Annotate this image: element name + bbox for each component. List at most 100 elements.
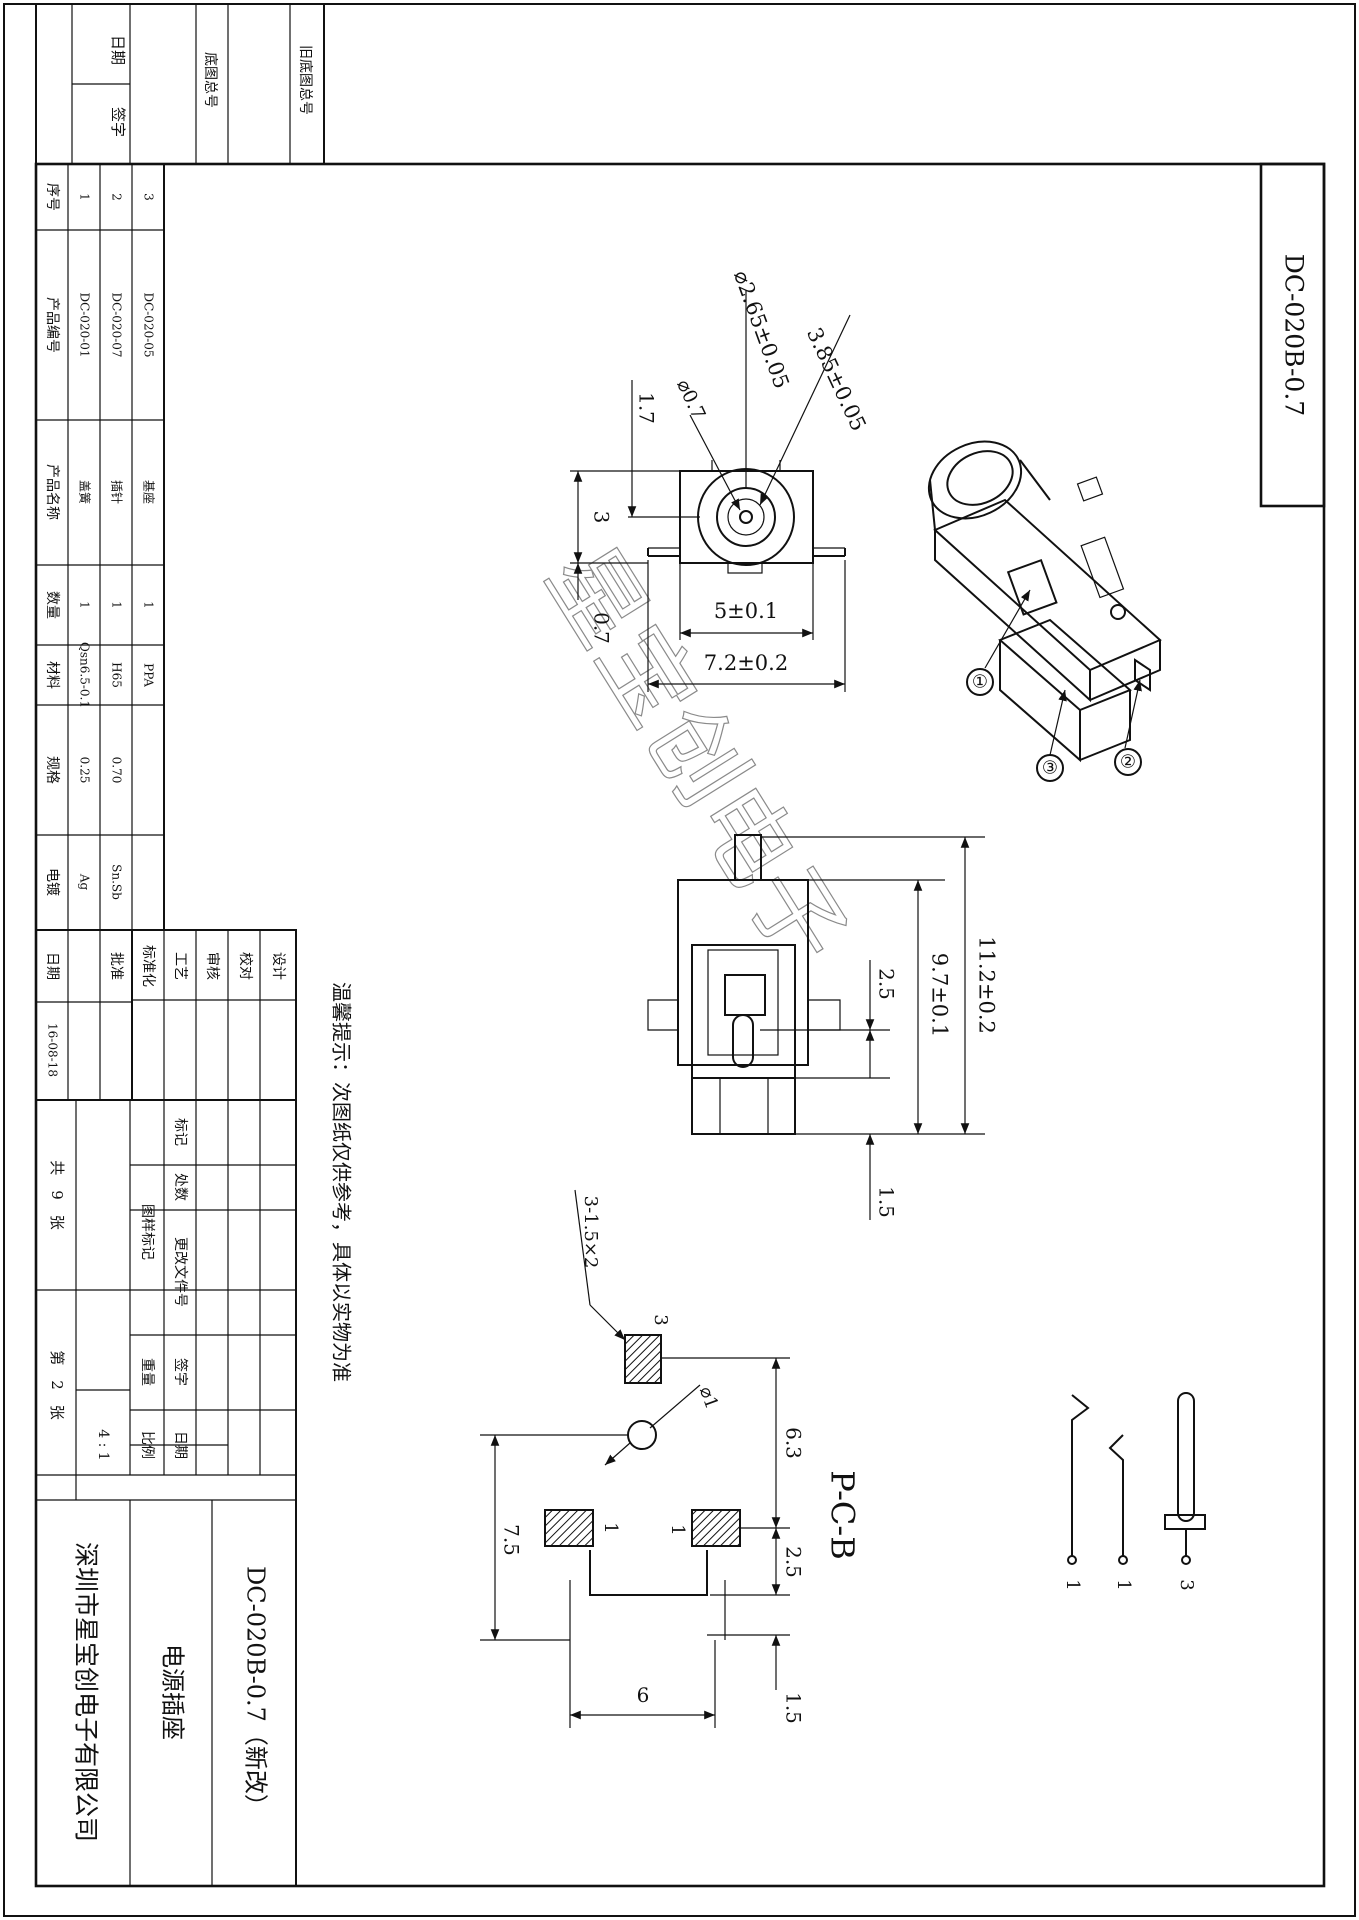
rev-sign-label: 签字 (172, 1358, 189, 1386)
approval-role: 工艺 (172, 952, 188, 980)
bom-cell: DC-020-07 (110, 292, 124, 357)
dim-height-0-7: 0.7 (590, 612, 614, 644)
bom-cell: 盖簧 (78, 480, 93, 504)
pcb-dim-1-5: 1.5 (782, 1692, 806, 1724)
weight-label: 重量 (139, 1358, 155, 1386)
bom-cell: 1 (110, 601, 124, 609)
dim-length-11-2: 11.2±0.2 (975, 936, 999, 1034)
callout-3: ③ (1042, 758, 1058, 779)
dim-pin-diameter: ⌀0.7 (672, 376, 710, 423)
approval-role: 设计 (270, 952, 286, 980)
bom-cell: Ag (78, 873, 92, 891)
pcb-pad-1b (691, 1509, 741, 1547)
dim-outer-diameter: 3.85±0.05 (802, 324, 871, 435)
pad-3-label: 3 (650, 1314, 671, 1325)
bom-header-spec: 规格 (44, 756, 60, 784)
old-base-number-label: 旧底图总号 (297, 45, 313, 115)
sample-mark-label: 图样标记 (139, 1204, 155, 1260)
schematic-pin-1a: 1 (1113, 1579, 1134, 1590)
rev-count-label: 处数 (172, 1173, 188, 1201)
bom-cell: DC-020-01 (78, 292, 92, 357)
pcb-dim-2-5: 2.5 (782, 1546, 806, 1578)
bom-cell: 0.70 (110, 757, 124, 784)
bom-cell: 1 (78, 193, 92, 201)
dim-length-2-5: 2.5 (875, 968, 899, 1000)
base-number-label: 底图总号 (202, 52, 218, 108)
pcb-pad-3 (624, 1334, 662, 1384)
dim-width-7-2: 7.2±0.2 (704, 651, 788, 675)
pcb-dim-6-3: 6.3 (782, 1427, 806, 1459)
isometric-view: ① ③ ② (927, 440, 1162, 782)
schematic-pin-1b: 1 (1062, 1579, 1083, 1590)
approval-role: 批准 (108, 952, 124, 980)
approval-role: 审核 (204, 952, 220, 980)
drawing-frame (34, 162, 1326, 1888)
bom-cell: Sn.Sb (110, 864, 124, 900)
bom-cell: 0.25 (78, 757, 92, 784)
drawing-number-box: DC-020B-0.7 (1259, 162, 1326, 508)
pcb-dim-6: 6 (637, 1683, 650, 1707)
dim-inner-diameter: ⌀2.65±0.05 (729, 267, 794, 392)
pcb-label: P-C-B (824, 1470, 862, 1559)
pad-1b-label: 1 (667, 1524, 688, 1535)
drawing-number: DC-020B-0.7 (1280, 254, 1309, 416)
pcb-outline (589, 1550, 708, 1596)
pcb-layout: P-C-B 3 1 1 3-1.5×2 ⌀1 6.3 2.5 1.5 7.5 6 (480, 1189, 862, 1728)
bom-header-index: 序号 (44, 183, 60, 211)
approval-role: 校对 (237, 952, 254, 980)
callout-1: ① (972, 672, 988, 693)
record-block: 日期 签字 底图总号 旧底图总号 (35, 3, 325, 165)
bom-cell: 3 (142, 193, 156, 201)
hole-note: 3-1.5×2 (580, 1196, 601, 1269)
dim-length-1-5: 1.5 (875, 1186, 899, 1218)
approval-date-label: 日期 (44, 952, 60, 980)
title-company: 深圳市星宝创电子有限公司 (72, 1542, 101, 1842)
schematic-pin-3: 3 (1176, 1579, 1197, 1590)
watermark: 星宝创电子 (525, 528, 867, 984)
rev-date-label: 日期 (172, 1431, 188, 1459)
pcb-hole (627, 1420, 657, 1450)
scale-label: 比例 (139, 1431, 155, 1459)
reminder-note: 温馨提示：次图纸仅供参考，具体以实物为准 (330, 982, 354, 1382)
sheet-total: 共 9 张 (48, 1160, 66, 1230)
approval-date-value: 16-08-18 (46, 1023, 60, 1077)
bom-header-plating: 电镀 (44, 868, 61, 896)
bom-cell: Qsn6.5-0.1 (78, 642, 92, 708)
bom-header-name: 产品名称 (44, 464, 60, 520)
rev-change-doc-label: 更改文件号 (172, 1237, 188, 1307)
dim-height-1-7: 1.7 (635, 392, 659, 424)
approval-role: 标准化 (140, 945, 156, 987)
dim-height-3: 3 (590, 511, 614, 524)
bom-header-material: 材料 (44, 661, 60, 689)
bom-cell: 插针 (110, 480, 125, 504)
sheet-current: 第 2 张 (48, 1350, 66, 1420)
bom-cell: 2 (110, 193, 124, 201)
title-drawing-code: DC-020B-0.7（新改） (242, 1566, 270, 1818)
schematic-symbol: 3 1 1 (1062, 1392, 1206, 1591)
bom-header-code: 产品编号 (44, 297, 60, 353)
top-view: 11.2±0.2 9.7±0.1 2.5 1.5 (647, 834, 999, 1220)
bom-cell: DC-020-05 (142, 292, 156, 357)
dim-length-9-7: 9.7±0.1 (928, 953, 952, 1037)
bom-cell: 1 (78, 601, 92, 609)
outer-border (3, 3, 1356, 1917)
dim-width-5: 5±0.1 (714, 599, 778, 623)
pcb-dim-7-5: 7.5 (500, 1524, 524, 1556)
title-product-name: 电源插座 (159, 1644, 187, 1740)
pad-1a-label: 1 (600, 1522, 621, 1533)
pcb-pad-1a (544, 1509, 594, 1547)
bom-cell: H65 (110, 662, 124, 688)
bom-cell: PPA (142, 663, 156, 687)
bom-cell: 基座 (142, 480, 157, 504)
record-date-label: 日期 (109, 35, 127, 65)
bom-header-qty: 数量 (44, 591, 60, 619)
bom-cell: 1 (142, 601, 156, 609)
scale-value: 4 : 1 (95, 1429, 111, 1460)
callout-2: ② (1120, 752, 1136, 773)
rev-mark-label: 标记 (172, 1118, 188, 1146)
title-block: 标记 处数 更改文件号 签字 日期 图样标记 重量 比例 4 : 1 共 9 张… (35, 1099, 297, 1887)
hole-diameter: ⌀1 (695, 1384, 722, 1412)
record-signature-label: 签字 (109, 107, 127, 137)
